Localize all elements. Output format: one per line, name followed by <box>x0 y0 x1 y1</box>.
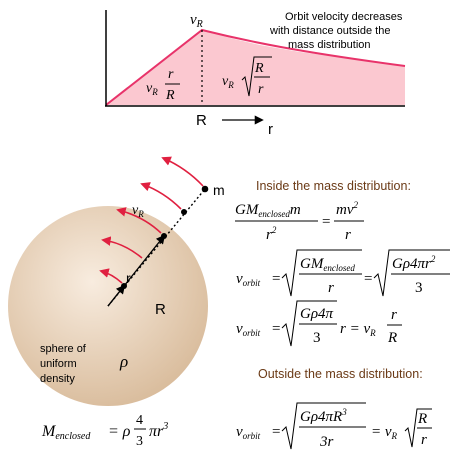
rho-symbol: ρ <box>119 352 128 371</box>
inside-heading: Inside the mass distribution: <box>256 179 411 193</box>
v-orbit-inside-equation: vorbit = Gρ4π 3 r = vR r R <box>236 300 402 347</box>
annotation-text: Orbit velocity decreases with distance o… <box>269 11 405 51</box>
svg-text:vorbit: vorbit <box>236 271 261 288</box>
point-mass-m <box>201 185 209 193</box>
svg-text:3: 3 <box>313 330 321 346</box>
svg-text:Gρ4π: Gρ4π <box>300 306 334 322</box>
svg-text:R: R <box>254 61 264 76</box>
x-axis-label-r: r <box>268 121 273 138</box>
R-label: R <box>155 301 166 318</box>
v-orbit-enclosed-equation: vorbit = GMenclosed r = Gρ4πr2 3 <box>236 249 450 297</box>
svg-text:3: 3 <box>136 434 143 449</box>
inside-equations: Inside the mass distribution: GMenclosed… <box>235 179 450 347</box>
svg-text:r: r <box>345 227 351 243</box>
svg-text:πr3: πr3 <box>149 421 168 440</box>
velocity-curve <box>105 28 406 106</box>
vr-peak-label: vR <box>190 12 203 30</box>
svg-text:vR: vR <box>222 74 234 90</box>
svg-text:r: r <box>391 307 397 323</box>
outside-heading: Outside the mass distribution: <box>258 367 423 381</box>
mass-label-m: m <box>213 182 225 198</box>
point-mid <box>181 209 187 215</box>
svg-text:vR: vR <box>146 81 158 97</box>
svg-text:vorbit: vorbit <box>236 321 261 338</box>
orbit-points <box>121 185 209 289</box>
svg-text:R: R <box>417 411 427 427</box>
svg-text:R: R <box>387 330 397 346</box>
svg-text:=: = <box>364 271 372 287</box>
svg-text:3r: 3r <box>319 434 334 450</box>
velocity-graph: vR Orbit velocity decreases with distanc… <box>105 10 406 138</box>
svg-text:r = vR: r = vR <box>340 321 376 338</box>
svg-text:r: r <box>168 67 174 82</box>
m-enclosed-equation: Menclosed = ρ 4 3 πr3 <box>41 413 168 449</box>
radius-dashed-line <box>107 188 206 307</box>
svg-text:=: = <box>272 271 280 287</box>
point-inner <box>121 283 127 289</box>
svg-text:r: r <box>258 82 264 97</box>
velocity-area-fill <box>106 30 405 105</box>
svg-text:R: R <box>165 88 175 103</box>
svg-text:r: r <box>421 432 427 448</box>
velocity-arrow-mid <box>140 182 182 210</box>
v-orbit-outside-equation: vorbit = Gρ4πR3 3r = vR R r <box>236 402 432 450</box>
svg-text:mv2: mv2 <box>336 200 359 218</box>
vr-sphere-label: vR <box>132 203 144 219</box>
point-surface <box>161 233 167 239</box>
force-balance-equation: GMenclosedm r2 = mv2 r <box>235 200 364 243</box>
velocity-arrow-outer <box>161 156 204 187</box>
svg-text:= vR: = vR <box>371 424 398 441</box>
velocity-arrow-surface <box>116 207 162 234</box>
sphere-caption: sphere of uniform density <box>40 343 89 385</box>
outer-velocity-formula: vR R r <box>222 56 272 97</box>
svg-text:3: 3 <box>415 280 423 296</box>
svg-text:GMenclosed: GMenclosed <box>300 256 355 273</box>
velocity-arrows <box>99 156 204 284</box>
r-label: r <box>126 270 131 286</box>
svg-text:= ρ: = ρ <box>108 423 131 440</box>
svg-text:=: = <box>272 321 280 337</box>
svg-text:r: r <box>328 280 334 296</box>
svg-text:GMenclosedm: GMenclosedm <box>235 202 301 219</box>
sphere-figure: m vR r R sphere of uniform density ρ <box>8 156 225 406</box>
svg-text:=: = <box>272 424 280 440</box>
svg-text:Gρ4πR3: Gρ4πR3 <box>300 407 347 425</box>
svg-text:4: 4 <box>136 413 143 428</box>
outside-equations: Outside the mass distribution: vorbit = … <box>236 367 432 450</box>
x-tick-label-R: R <box>196 112 207 129</box>
svg-text:vorbit: vorbit <box>236 424 261 441</box>
svg-text:Menclosed: Menclosed <box>41 423 91 442</box>
svg-text:=: = <box>322 214 330 230</box>
svg-text:r2: r2 <box>266 225 277 243</box>
velocity-arrow-inner <box>99 268 123 284</box>
svg-text:Gρ4πr2: Gρ4πr2 <box>392 254 436 272</box>
inner-velocity-formula: vR r R <box>146 67 180 103</box>
radius-r-arrow <box>107 284 126 307</box>
velocity-arrow-sub1 <box>101 236 143 259</box>
